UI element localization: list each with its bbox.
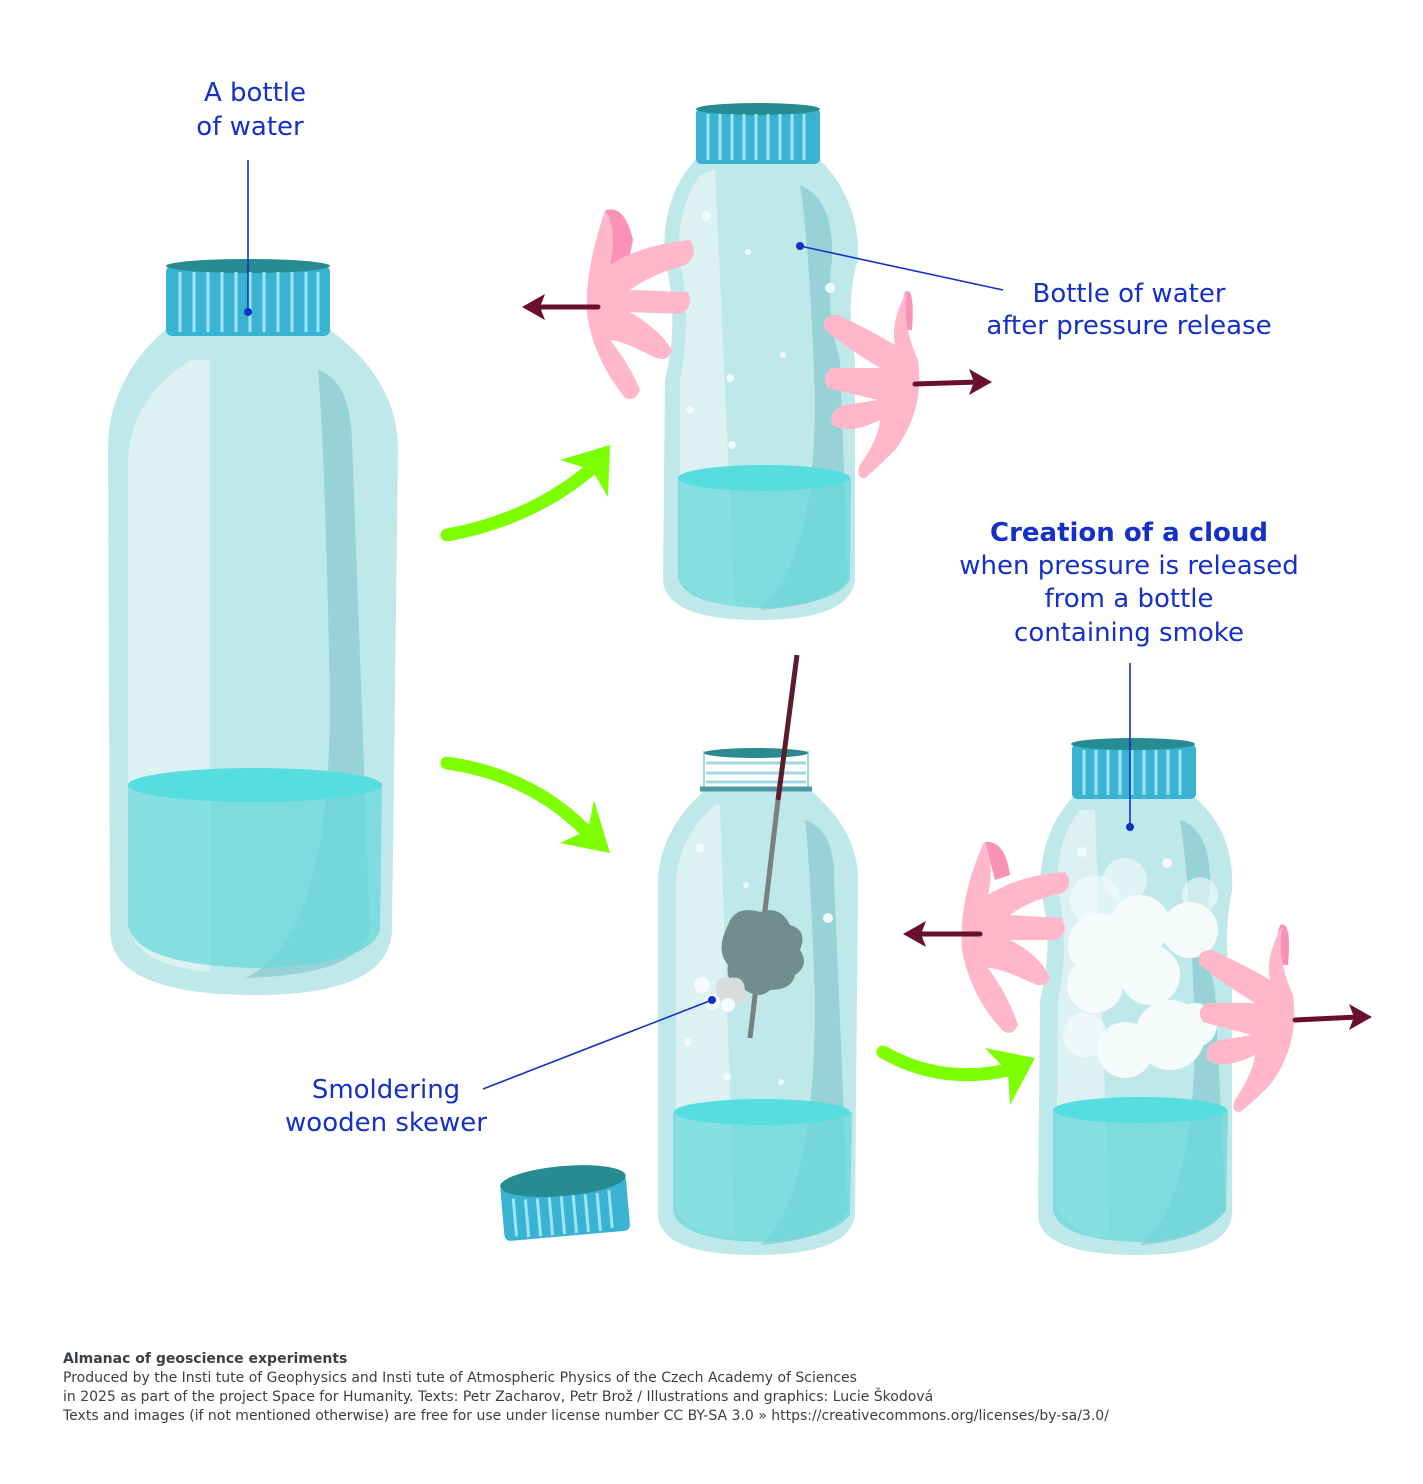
- label-line: when pressure is released: [959, 551, 1298, 581]
- bottle-with-cloud: [1038, 738, 1233, 1255]
- label-title: Creation of a cloud: [990, 518, 1268, 548]
- label-line: A bottle: [204, 78, 306, 108]
- bottle-with-skewer: [658, 654, 858, 1255]
- pull-arrow-left-bottom: [903, 921, 983, 947]
- label-line: containing smoke: [1014, 618, 1244, 648]
- label-after-release: Bottle of water after pressure release: [986, 279, 1271, 341]
- experiment-diagram: A bottle of water Bottle of water after …: [108, 78, 1372, 1255]
- footer-title: Almanac of geoscience experiments: [63, 1351, 348, 1367]
- hand-right-top: [823, 290, 920, 478]
- label-line: wooden skewer: [285, 1108, 487, 1138]
- wooden-skewer: [775, 654, 800, 801]
- hand-left-top: [586, 209, 694, 399]
- bottle-full: [108, 259, 398, 995]
- label-cloud-creation: Creation of a cloud when pressure is rel…: [959, 518, 1298, 648]
- footer-line: in 2025 as part of the project Space for…: [63, 1389, 934, 1405]
- hand-right-bottom: [1198, 924, 1295, 1112]
- credits-footer: Almanac of geoscience experiments Produc…: [63, 1350, 1109, 1426]
- bottle-after-release: [663, 103, 859, 620]
- label-line: after pressure release: [986, 311, 1271, 341]
- footer-line: Produced by the Insti tute of Geophysics…: [63, 1370, 857, 1386]
- label-bottle-of-water: A bottle of water: [196, 78, 306, 142]
- flow-arrow-down: [440, 756, 610, 853]
- pull-arrow-left-top: [522, 294, 601, 320]
- removed-cap: [500, 1165, 630, 1241]
- smoke-icon: [721, 910, 804, 995]
- pull-arrow-right-top: [912, 369, 992, 395]
- label-line: Bottle of water: [1032, 279, 1225, 309]
- label-skewer: Smoldering wooden skewer: [285, 1075, 487, 1138]
- flow-arrow-right: [876, 1045, 1035, 1105]
- footer-line: Texts and images (if not mentioned other…: [63, 1408, 1109, 1424]
- hand-left-bottom: [961, 841, 1070, 1034]
- label-line: of water: [196, 112, 304, 142]
- cloud-icon: [1063, 858, 1218, 1078]
- pull-arrow-right-bottom: [1292, 1004, 1372, 1030]
- label-line: Smoldering: [312, 1075, 460, 1105]
- label-line: from a bottle: [1045, 584, 1214, 614]
- flow-arrow-up: [440, 445, 610, 542]
